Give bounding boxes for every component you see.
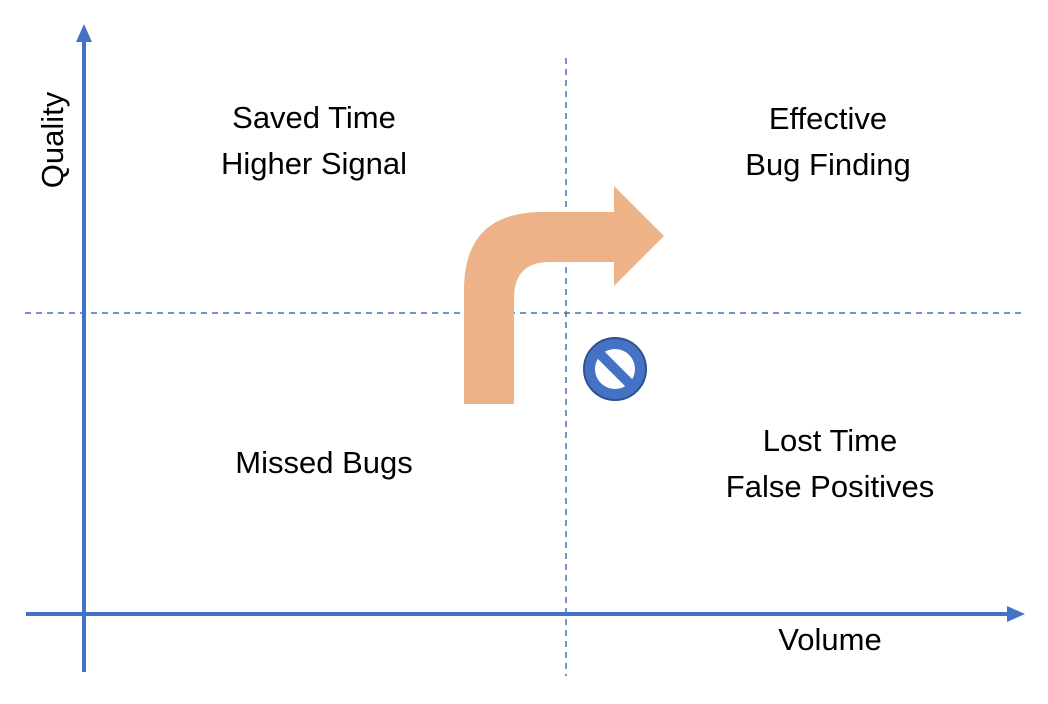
- x-axis-label-text: Volume: [778, 622, 882, 657]
- quadrant-top-right-label: Effective Bug Finding: [690, 96, 966, 188]
- quadrant-top-left-line2: Higher Signal: [220, 146, 408, 181]
- y-axis-label-text: Quality: [35, 91, 70, 189]
- x-axis-arrowhead-icon: [1007, 606, 1025, 622]
- quadrant-bottom-right-label: Lost Time False Positives: [690, 418, 970, 510]
- prohibited-icon: [583, 337, 647, 401]
- quadrant-bottom-right-line1: Lost Time: [762, 423, 898, 458]
- quadrant-bottom-left-label: Missed Bugs: [188, 440, 460, 486]
- quadrant-top-right-line1: Effective: [768, 101, 888, 136]
- y-axis-arrowhead-icon: [76, 24, 92, 42]
- quadrant-top-right-line2: Bug Finding: [745, 147, 911, 182]
- quadrant-bottom-right-line2: False Positives: [725, 469, 935, 504]
- x-axis-label: Volume: [740, 617, 920, 663]
- quadrant-top-left-line1: Saved Time: [232, 100, 396, 135]
- quadrant-bottom-left-line1: Missed Bugs: [235, 445, 413, 480]
- turn-right-arrow-icon: [464, 186, 664, 404]
- quadrant-top-left-label: Saved Time Higher Signal: [178, 95, 450, 187]
